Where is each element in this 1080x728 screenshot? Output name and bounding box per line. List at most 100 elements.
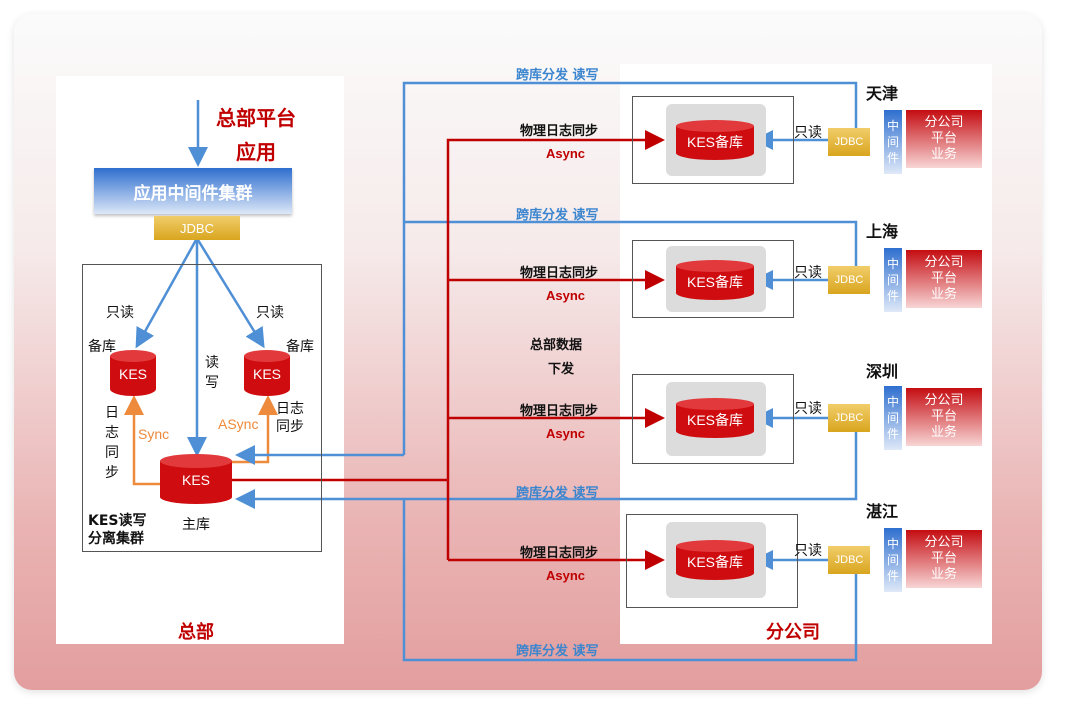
async-4: Async bbox=[546, 568, 586, 583]
readonly-left: 只读 bbox=[106, 305, 134, 321]
branch-city-shenzhen: 深圳 bbox=[866, 362, 899, 381]
cross-label-1: 跨库分发 读写 bbox=[516, 68, 599, 83]
kes-primary-db: KES bbox=[160, 454, 232, 504]
kes-standby-left-label: KES bbox=[118, 366, 147, 382]
branch-middleware-shenzhen: 中间件 bbox=[884, 386, 902, 450]
hq-footer-label: 总部 bbox=[178, 622, 214, 643]
branch-db-label-zhanjiang: KES备库 bbox=[686, 554, 743, 570]
branch-db-label-shenzhen: KES备库 bbox=[686, 412, 743, 428]
biz-line: 平台 bbox=[930, 131, 957, 146]
branch-readonly-tianjin: 只读 bbox=[794, 125, 822, 141]
branch-readonly-zhanjiang: 只读 bbox=[794, 543, 822, 559]
branch-biz-shenzhen: 分公司平台业务 bbox=[906, 388, 982, 446]
hq-data-line1: 总部数据 bbox=[530, 338, 583, 353]
async-1: Async bbox=[546, 146, 586, 161]
physical-log-4: 物理日志同步 bbox=[520, 546, 599, 561]
log-sync-left-3: 同 bbox=[105, 445, 119, 461]
biz-line: 业务 bbox=[930, 287, 957, 302]
biz-line: 分公司 bbox=[924, 535, 964, 550]
log-sync-right-line1: 日志 bbox=[276, 401, 304, 417]
mw-char: 间 bbox=[886, 135, 899, 149]
biz-line: 分公司 bbox=[924, 393, 964, 408]
rw-vertical-2: 写 bbox=[205, 375, 219, 391]
log-sync-left-4: 步 bbox=[105, 465, 119, 481]
biz-line: 平台 bbox=[930, 271, 957, 286]
branch-jdbc-shanghai: JDBC bbox=[828, 266, 870, 294]
branch-db-shenzhen: KES备库 bbox=[676, 398, 754, 438]
branch-city-shanghai: 上海 bbox=[866, 222, 899, 241]
primary-label: 主库 bbox=[182, 517, 210, 533]
branch-box-shanghai bbox=[632, 240, 794, 318]
branch-biz-zhanjiang: 分公司平台业务 bbox=[906, 530, 982, 588]
physical-log-2: 物理日志同步 bbox=[520, 266, 599, 281]
hq-platform-title-line1: 总部平台 bbox=[216, 106, 296, 130]
kes-standby-right-label: KES bbox=[252, 366, 281, 382]
mw-char: 间 bbox=[886, 411, 899, 425]
log-sync-left-2: 志 bbox=[105, 425, 119, 441]
branch-jdbc-label-shanghai: JDBC bbox=[834, 274, 864, 286]
mw-char: 件 bbox=[886, 151, 899, 165]
branch-biz-tianjin: 分公司平台业务 bbox=[906, 110, 982, 168]
cluster-label-line1: KES读写 bbox=[88, 513, 147, 529]
cross-label-2: 跨库分发 读写 bbox=[516, 208, 599, 223]
branch-db-label-tianjin: KES备库 bbox=[686, 134, 743, 150]
hq-jdbc: JDBC bbox=[154, 216, 240, 240]
mw-char: 中 bbox=[886, 537, 899, 551]
sync-label: Sync bbox=[138, 426, 170, 442]
mw-char: 中 bbox=[886, 257, 899, 271]
log-sync-right-line2: 同步 bbox=[276, 419, 304, 435]
branch-db-label-shanghai: KES备库 bbox=[686, 274, 743, 290]
mw-char: 件 bbox=[886, 427, 899, 441]
branch-middleware-zhanjiang: 中间件 bbox=[884, 528, 902, 592]
async-3: Async bbox=[546, 426, 586, 441]
branch-readonly-shanghai: 只读 bbox=[794, 265, 822, 281]
log-sync-left-1: 日 bbox=[105, 405, 119, 421]
biz-line: 分公司 bbox=[924, 115, 964, 130]
middleware-cluster-label: 应用中间件集群 bbox=[133, 183, 253, 204]
biz-line: 业务 bbox=[930, 567, 957, 582]
rw-vertical-1: 读 bbox=[205, 355, 219, 371]
branch-db-zhanjiang: KES备库 bbox=[676, 540, 754, 580]
mw-char: 件 bbox=[886, 289, 899, 303]
hq-data-line2: 下发 bbox=[548, 362, 575, 377]
biz-line: 业务 bbox=[930, 425, 957, 440]
readonly-right: 只读 bbox=[256, 305, 284, 321]
biz-line: 业务 bbox=[930, 147, 957, 162]
kes-primary-label: KES bbox=[181, 472, 210, 488]
branch-box-zhanjiang bbox=[626, 514, 798, 608]
mw-char: 中 bbox=[886, 395, 899, 409]
branch-middleware-tianjin: 中间件 bbox=[884, 110, 902, 174]
middleware-cluster-box: 应用中间件集群 bbox=[94, 168, 292, 214]
branch-city-tianjin: 天津 bbox=[866, 84, 899, 103]
branch-footer-label: 分公司 bbox=[766, 622, 820, 643]
branch-middleware-shanghai: 中间件 bbox=[884, 248, 902, 312]
mw-char: 间 bbox=[886, 553, 899, 567]
async-hq-label: ASync bbox=[218, 416, 259, 432]
branch-db-tianjin: KES备库 bbox=[676, 120, 754, 160]
branch-box-tianjin bbox=[632, 96, 794, 184]
branch-db-shanghai: KES备库 bbox=[676, 260, 754, 300]
branch-biz-shanghai: 分公司平台业务 bbox=[906, 250, 982, 308]
kes-standby-right-db: KES bbox=[244, 350, 290, 396]
branch-jdbc-label-zhanjiang: JDBC bbox=[834, 554, 864, 566]
cross-label-4: 跨库分发 读写 bbox=[516, 644, 599, 659]
branch-readonly-shenzhen: 只读 bbox=[794, 401, 822, 417]
kes-cluster-box bbox=[82, 264, 322, 552]
mw-char: 中 bbox=[886, 119, 899, 133]
branch-jdbc-tianjin: JDBC bbox=[828, 128, 870, 156]
branch-jdbc-zhanjiang: JDBC bbox=[828, 546, 870, 574]
async-2: Async bbox=[546, 288, 586, 303]
cross-label-3: 跨库分发 读写 bbox=[516, 486, 599, 501]
physical-log-3: 物理日志同步 bbox=[520, 404, 599, 419]
standby-left-label: 备库 bbox=[88, 339, 116, 355]
biz-line: 分公司 bbox=[924, 255, 964, 270]
branch-box-shenzhen bbox=[632, 374, 794, 464]
branch-city-zhanjiang: 湛江 bbox=[866, 502, 899, 521]
standby-right-label: 备库 bbox=[286, 339, 314, 355]
mw-char: 间 bbox=[886, 273, 899, 287]
physical-log-1: 物理日志同步 bbox=[520, 124, 599, 139]
branch-jdbc-label-shenzhen: JDBC bbox=[834, 412, 864, 424]
mw-char: 件 bbox=[886, 569, 899, 583]
branch-jdbc-shenzhen: JDBC bbox=[828, 404, 870, 432]
